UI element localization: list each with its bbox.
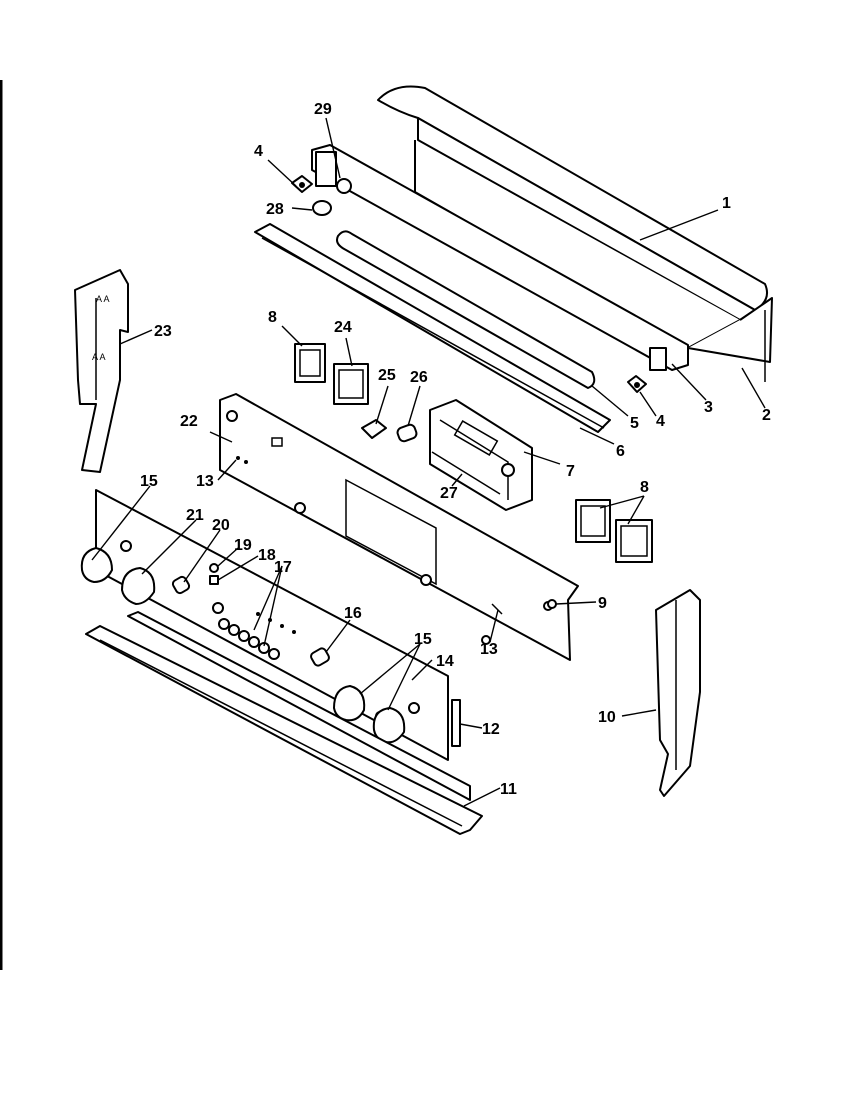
callout-17: 17	[274, 559, 292, 576]
callout-2: 2	[762, 407, 771, 424]
callout-14: 14	[436, 653, 454, 670]
screw-9	[547, 599, 557, 609]
leader-lines	[91, 117, 766, 807]
callout-26: 26	[410, 369, 428, 386]
callout-23: 23	[154, 323, 172, 340]
callout-13b: 13	[480, 641, 498, 658]
fluorescent-tube	[336, 230, 596, 389]
knob-21	[120, 566, 156, 606]
callout-25: 25	[378, 367, 396, 384]
callout-7: 7	[566, 463, 575, 480]
fitting-19	[209, 563, 219, 573]
backguard-rail-assembly	[311, 144, 689, 371]
callout-6: 6	[616, 443, 625, 460]
callout-8b: 8	[640, 479, 649, 496]
clip-right	[491, 603, 503, 615]
callout-19: 19	[234, 537, 252, 554]
switch-24	[333, 363, 369, 405]
lamp-socket-left	[291, 175, 313, 193]
clip-left	[236, 456, 248, 464]
light-shield-trim	[254, 223, 611, 433]
lamp-bulb	[312, 200, 332, 216]
callout-24: 24	[334, 319, 352, 336]
knob-right-a	[332, 684, 366, 722]
callout-20: 20	[212, 517, 230, 534]
callout-22: 22	[180, 413, 198, 430]
control-mounting-panel	[219, 393, 579, 661]
callout-12: 12	[482, 721, 500, 738]
callout-5: 5	[630, 415, 639, 432]
svg-text:A A: A A	[92, 352, 106, 362]
switch-lower-right-a	[575, 499, 611, 543]
fitting-18	[209, 575, 219, 585]
lamp-socket-right	[627, 375, 647, 393]
right-end-cap	[655, 589, 701, 797]
callout-16: 16	[344, 605, 362, 622]
callout-1: 1	[722, 195, 731, 212]
callout-29: 29	[314, 101, 332, 118]
trim-strip	[451, 699, 461, 747]
callout-4a: 4	[254, 143, 263, 160]
callout-21: 21	[186, 507, 204, 524]
push-button-bank	[218, 618, 280, 660]
callout-9: 9	[598, 595, 607, 612]
callout-10: 10	[598, 709, 616, 726]
callout-27: 27	[440, 485, 458, 502]
capacitor	[396, 423, 418, 443]
callout-15a: 15	[140, 473, 158, 490]
bottom-trim	[85, 611, 483, 835]
callout-8a: 8	[268, 309, 277, 326]
knob-left	[80, 546, 114, 584]
backguard-top-cover	[377, 85, 773, 382]
callout-18: 18	[258, 547, 276, 564]
callout-labels: 1 2 3 4 4 5 6 7 8 8 9 10 11 12 13 13 14 …	[140, 101, 771, 798]
switch-upper-left	[294, 343, 326, 383]
callout-4b: 4	[656, 413, 665, 430]
svg-text:A A: A A	[96, 294, 110, 304]
indicator-light	[361, 419, 387, 439]
left-end-cap: A A A A	[74, 269, 129, 473]
callout-15b: 15	[414, 631, 432, 648]
clock-timer	[429, 399, 533, 511]
callout-3: 3	[704, 399, 713, 416]
callout-13a: 13	[196, 473, 214, 490]
callout-11: 11	[500, 781, 517, 798]
callout-28: 28	[266, 201, 284, 218]
rotary-switch-16	[310, 647, 330, 667]
switch-lower-right-b	[615, 519, 653, 563]
